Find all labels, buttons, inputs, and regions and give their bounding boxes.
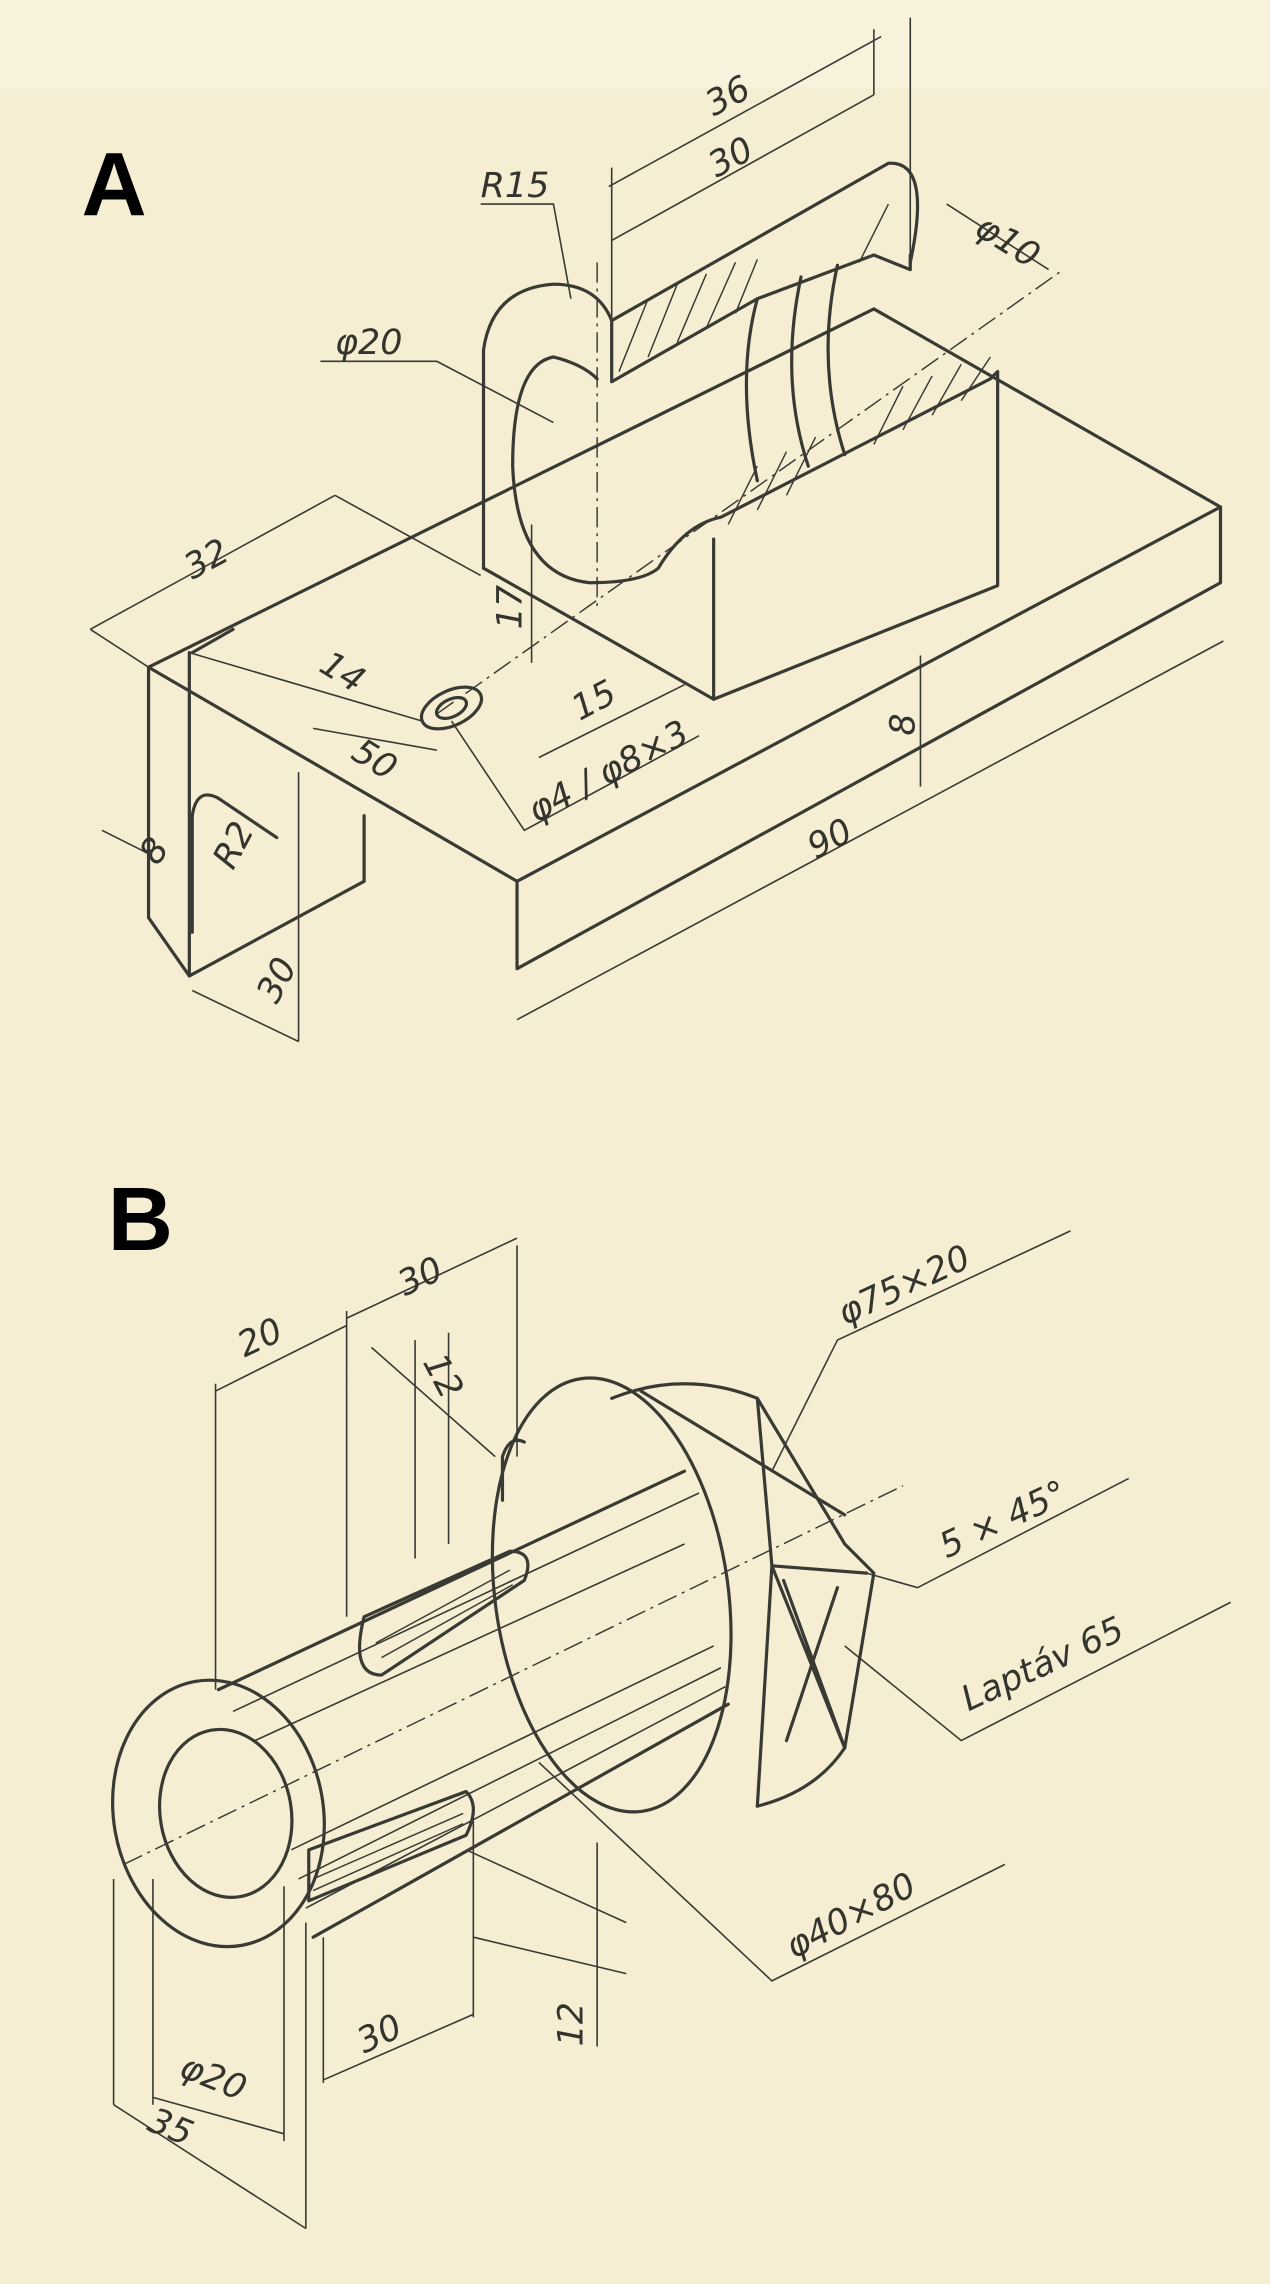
counterbore-hole <box>419 685 484 731</box>
shaft-shading-lines <box>232 1492 726 1909</box>
dim-r15: R15 <box>481 166 550 206</box>
upright-front-face <box>511 355 1000 701</box>
paper-top-band <box>0 0 1270 88</box>
round-flange <box>490 1376 733 1814</box>
hex-flat-face <box>755 1396 869 1808</box>
plate-underside <box>187 814 366 978</box>
dim-17: 17 <box>490 585 530 629</box>
axis-line <box>436 269 1064 715</box>
plate-top-edge <box>190 627 235 655</box>
hex-chamfer-edge <box>639 1389 847 1517</box>
shaft-outline <box>216 1469 730 1939</box>
shaft-end-face <box>111 1678 326 1949</box>
flange-notch <box>500 1438 526 1502</box>
bore-edge <box>551 355 599 381</box>
left-end-plate <box>146 651 191 978</box>
part-a-label: A <box>82 135 147 236</box>
through-hole <box>434 695 469 721</box>
dim-phi20: φ20 <box>335 323 403 363</box>
top-keyway <box>357 1549 530 1677</box>
shaft-axis-line <box>123 1485 904 1866</box>
keyway-hatching <box>312 1569 514 1892</box>
bottom-keyway <box>307 1789 475 1903</box>
section-hatching-top <box>618 203 890 372</box>
section-hatching-bottom <box>727 356 991 525</box>
part-b-label: B <box>108 1169 173 1270</box>
hex-flange-outline <box>610 1382 876 1808</box>
upright-top-edge <box>610 161 920 323</box>
part-a-dimension-lines <box>89 17 1224 1043</box>
bore-hole <box>157 1727 294 1899</box>
upright-base-edge <box>481 566 716 701</box>
base-front-face <box>515 505 1223 971</box>
dim-12-right: 12 <box>552 2002 592 2046</box>
dim-8-right: 8 <box>884 713 924 735</box>
slot-r2 <box>190 793 279 934</box>
bore-grooves <box>744 263 847 483</box>
part-b-dimension-lines <box>112 1230 1232 2230</box>
